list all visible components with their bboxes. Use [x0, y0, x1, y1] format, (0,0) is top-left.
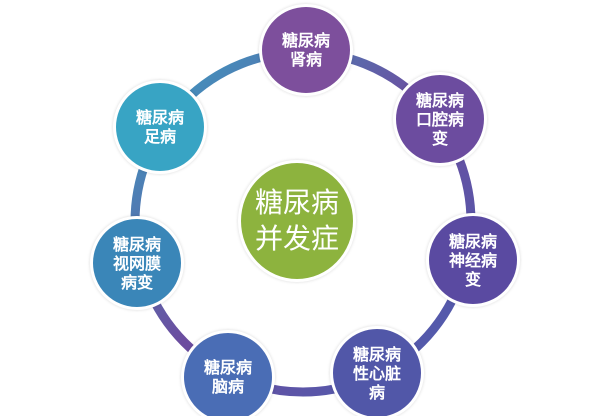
node-label: 糖尿病脑病 — [203, 358, 252, 396]
node-neuro: 糖尿病神经病变 — [426, 213, 520, 307]
node-foot: 糖尿病足病 — [113, 80, 207, 174]
node-brain: 糖尿病脑病 — [181, 330, 275, 416]
center-node: 糖尿病并发症 — [238, 160, 356, 282]
node-oral: 糖尿病口腔病变 — [393, 72, 487, 166]
node-label: 糖尿病神经病变 — [448, 231, 497, 289]
node-label: 糖尿病足病 — [135, 108, 184, 146]
node-kidney: 糖尿病肾病 — [259, 4, 353, 96]
center-label: 糖尿病并发症 — [254, 186, 339, 255]
node-retina: 糖尿病视网膜病变 — [90, 216, 184, 310]
node-heart: 糖尿病性心脏病 — [330, 326, 424, 416]
node-label: 糖尿病视网膜病变 — [112, 234, 161, 292]
node-label: 糖尿病性心脏病 — [352, 344, 401, 402]
node-label: 糖尿病口腔病变 — [415, 90, 464, 148]
node-label: 糖尿病肾病 — [281, 31, 330, 69]
